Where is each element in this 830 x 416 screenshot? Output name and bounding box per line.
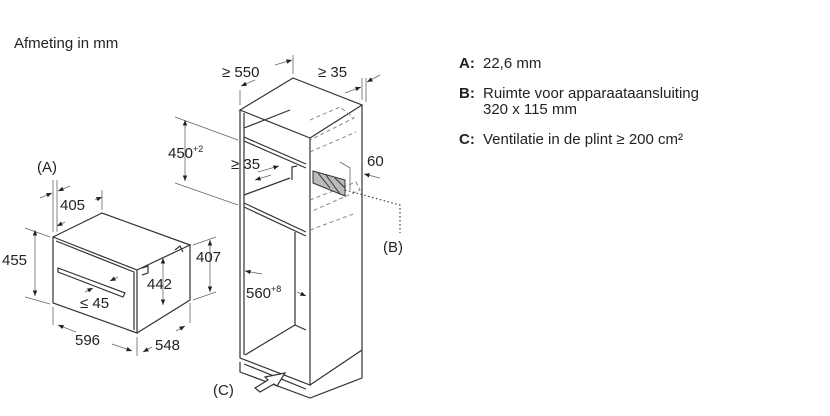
dim-35: ≥ 35 <box>231 156 260 173</box>
dim-560: 560+8 <box>246 284 281 302</box>
dim-60: 60 <box>367 153 384 170</box>
dim-405: 405 <box>60 197 85 214</box>
dim-596: 596 <box>75 332 100 349</box>
dim-455: 455 <box>2 252 27 269</box>
ventilation-arrow-icon <box>253 372 287 393</box>
legend-item-a: A:22,6 mm <box>459 55 542 72</box>
dim-442: 442 <box>147 276 172 293</box>
diagram-title: Afmeting in mm <box>14 35 119 52</box>
label-b: (B) <box>383 239 403 256</box>
dim-35-top: ≥ 35 <box>318 64 347 81</box>
dim-407: 407 <box>196 249 221 266</box>
legend-item-c: C:Ventilatie in de plint ≥ 200 cm² <box>459 131 684 148</box>
cabinet-drawing: ≥ 550 ≥ 35 450+2 ≥ 35 60 560+8 (B) (C) <box>168 55 403 399</box>
dim-450: 450+2 <box>168 144 203 162</box>
label-a: (A) <box>37 159 57 176</box>
oven-drawing: (A) 405 455 442 407 ≤ 45 596 548 <box>2 159 221 356</box>
dim-45: ≤ 45 <box>80 295 109 312</box>
dim-550: ≥ 550 <box>222 64 259 81</box>
dim-548: 548 <box>155 337 180 354</box>
legend: A:22,6 mm B:Ruimte voor apparaataansluit… <box>459 56 699 162</box>
label-c: (C) <box>213 382 234 399</box>
